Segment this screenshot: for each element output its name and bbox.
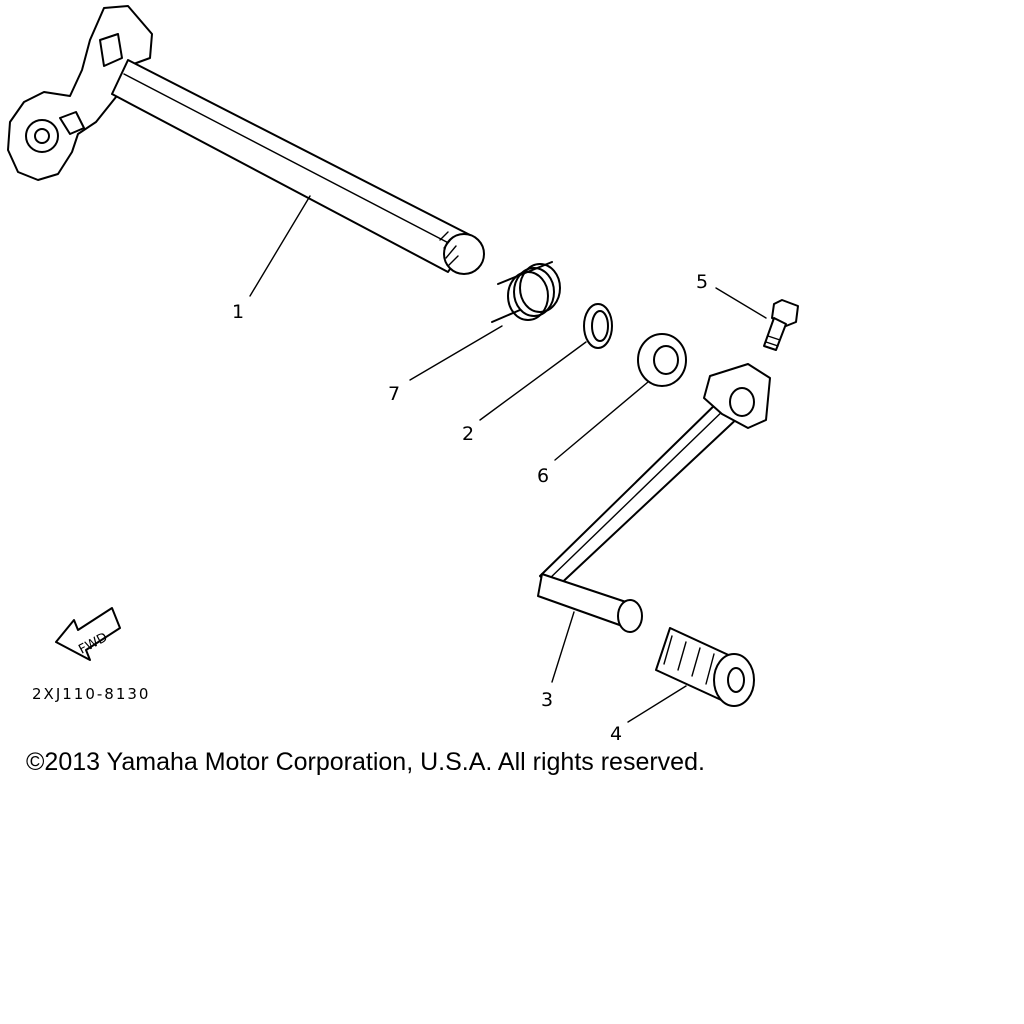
spring-coil-a	[519, 263, 561, 313]
pedal-arm-body	[539, 395, 743, 591]
callout-7: 7	[388, 383, 400, 405]
leader-line-2	[479, 341, 587, 421]
leader-line-3	[551, 611, 575, 683]
bracket-slot	[99, 33, 123, 67]
bracket-hole-inner	[34, 128, 50, 144]
callout-2: 2	[462, 423, 474, 445]
leader-line-6	[554, 381, 649, 461]
collar-part	[583, 303, 613, 349]
bracket-pin	[59, 111, 85, 135]
rubber-end-hole	[727, 667, 745, 693]
shift-pedal-part	[537, 363, 771, 633]
rubber-end	[713, 653, 755, 707]
callout-6: 6	[537, 465, 549, 487]
spring-arm-top	[497, 261, 553, 285]
collar-inner	[591, 310, 609, 342]
fwd-arrow-shape	[55, 607, 121, 661]
return-spring-part	[491, 261, 561, 323]
shaft-bracket	[7, 5, 153, 181]
shaft-body	[111, 59, 473, 273]
spring-arm-bottom	[491, 309, 521, 323]
callout-5: 5	[696, 271, 708, 293]
callout-3: 3	[541, 689, 553, 711]
spring-coil-b	[513, 267, 555, 317]
callout-1: 1	[232, 301, 244, 323]
shift-shaft-part	[7, 5, 485, 275]
shaft-highlight	[123, 73, 463, 251]
pedal-arm-edge	[545, 403, 731, 583]
bolt-part	[763, 299, 799, 351]
callout-4: 4	[610, 723, 622, 745]
seal-outer	[637, 333, 687, 387]
shaft-spline-end	[443, 233, 485, 275]
oil-seal-part	[637, 333, 687, 387]
diagram-code: 2XJ110-8130	[32, 685, 150, 703]
leader-line-1	[249, 195, 311, 297]
leader-line-7	[409, 325, 503, 381]
pedal-clamp	[703, 363, 771, 429]
seal-inner	[653, 345, 679, 375]
bracket-hole	[25, 119, 59, 153]
pedal-peg-end	[617, 599, 643, 633]
shaft-splines	[439, 231, 459, 267]
leader-line-5	[715, 287, 767, 319]
forward-arrow-icon: FWD	[55, 607, 121, 661]
pedal-rubber-part	[655, 627, 755, 707]
copyright-notice: ©2013 Yamaha Motor Corporation, U.S.A. A…	[26, 748, 705, 776]
pedal-clamp-hole	[729, 387, 755, 417]
bolt-shank	[763, 317, 787, 351]
bolt-threads	[765, 335, 781, 347]
leader-line-4	[627, 685, 687, 723]
rubber-ribs	[663, 635, 715, 685]
